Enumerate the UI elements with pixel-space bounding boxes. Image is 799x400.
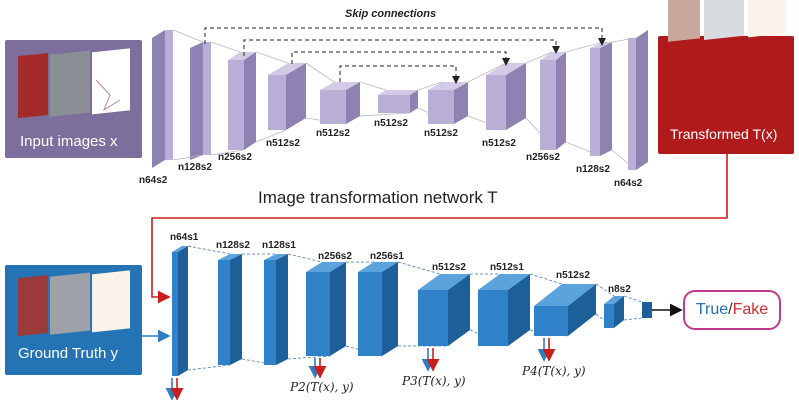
network-title: Image transformation network T <box>258 188 498 207</box>
transformed-panel <box>658 36 794 154</box>
gen-block-8 <box>486 75 506 130</box>
disc-block-9 <box>604 304 614 328</box>
gen-block-1 <box>165 30 173 160</box>
gen-label-7: n512s2 <box>424 128 458 139</box>
disc-label-4: n256s2 <box>318 251 352 262</box>
disc-label-7: n512s1 <box>490 262 524 273</box>
disc-block-2 <box>218 260 230 365</box>
gen-label-4: n512s2 <box>266 138 300 149</box>
transformed-label: Transformed T(x) <box>670 126 778 142</box>
true-fake-output: True/Fake <box>683 290 781 330</box>
transformed-thumbnails <box>668 0 786 42</box>
perceptual-loss-3: P3(T(x), y) <box>402 374 466 388</box>
input-images-label: Input images x <box>20 133 118 150</box>
disc-label-8: n512s2 <box>556 270 590 281</box>
disc-label-3: n128s1 <box>262 240 296 251</box>
disc-label-1: n64s1 <box>170 232 199 243</box>
gen-label-9: n256s2 <box>526 152 560 163</box>
input-thumbnails <box>18 48 130 119</box>
gen-block-6 <box>378 95 410 113</box>
disc-block-4 <box>306 272 330 356</box>
perceptual-loss-4: P4(T(x), y) <box>522 364 586 378</box>
gen-block-9 <box>540 60 556 150</box>
disc-block-3 <box>264 260 276 365</box>
gen-label-8: n512s2 <box>482 138 516 149</box>
gen-block-4 <box>268 75 286 130</box>
skip-connections-label: Skip connections <box>345 8 437 20</box>
gen-label-1: n64s2 <box>139 175 168 186</box>
fake-label: Fake <box>732 301 769 318</box>
gen-label-11: n64s2 <box>614 178 643 189</box>
disc-label-2: n128s2 <box>216 240 250 251</box>
disc-label-9: n8s2 <box>608 284 631 295</box>
gen-label-5: n512s2 <box>316 128 350 139</box>
generator-labels: n64s2 n128s2 n256s2 n512s2 n512s2 n512s2… <box>139 118 643 189</box>
disc-block-6 <box>418 290 448 346</box>
disc-output-unit <box>642 302 652 318</box>
discriminator-labels: n64s1 n128s2 n128s1 n256s2 n256s1 n512s2… <box>170 232 631 295</box>
skip-connections <box>204 27 606 84</box>
separator: / <box>728 301 733 318</box>
gen-label-10: n128s2 <box>576 164 610 175</box>
gen-block-11 <box>628 38 636 170</box>
disc-label-5: n256s1 <box>370 251 404 262</box>
gen-label-6: n512s2 <box>374 118 408 129</box>
disc-block-7 <box>478 290 508 346</box>
disc-block-5 <box>358 272 382 356</box>
gen-block-10 <box>590 48 600 156</box>
gen-block-2 <box>203 42 211 155</box>
gen-block-5 <box>320 90 346 124</box>
gen-label-3: n256s2 <box>218 152 252 163</box>
gen-label-2: n128s2 <box>178 162 212 173</box>
disc-block-8 <box>534 306 568 336</box>
ground-truth-label: Ground Truth y <box>18 345 119 362</box>
gen-block-7 <box>428 90 454 124</box>
gen-block-3 <box>228 60 244 150</box>
disc-block-1 <box>172 252 178 376</box>
ground-truth-thumbnails <box>18 270 130 337</box>
transformed-to-discriminator-arrow <box>151 154 728 304</box>
true-label: True <box>695 301 729 318</box>
generator-network <box>152 29 648 171</box>
gen-block-1-side <box>152 30 165 168</box>
disc-label-6: n512s2 <box>432 262 466 273</box>
loss-arrows <box>165 338 556 400</box>
perceptual-loss-2: P2(T(x), y) <box>290 380 354 394</box>
discriminator-network <box>172 245 652 376</box>
